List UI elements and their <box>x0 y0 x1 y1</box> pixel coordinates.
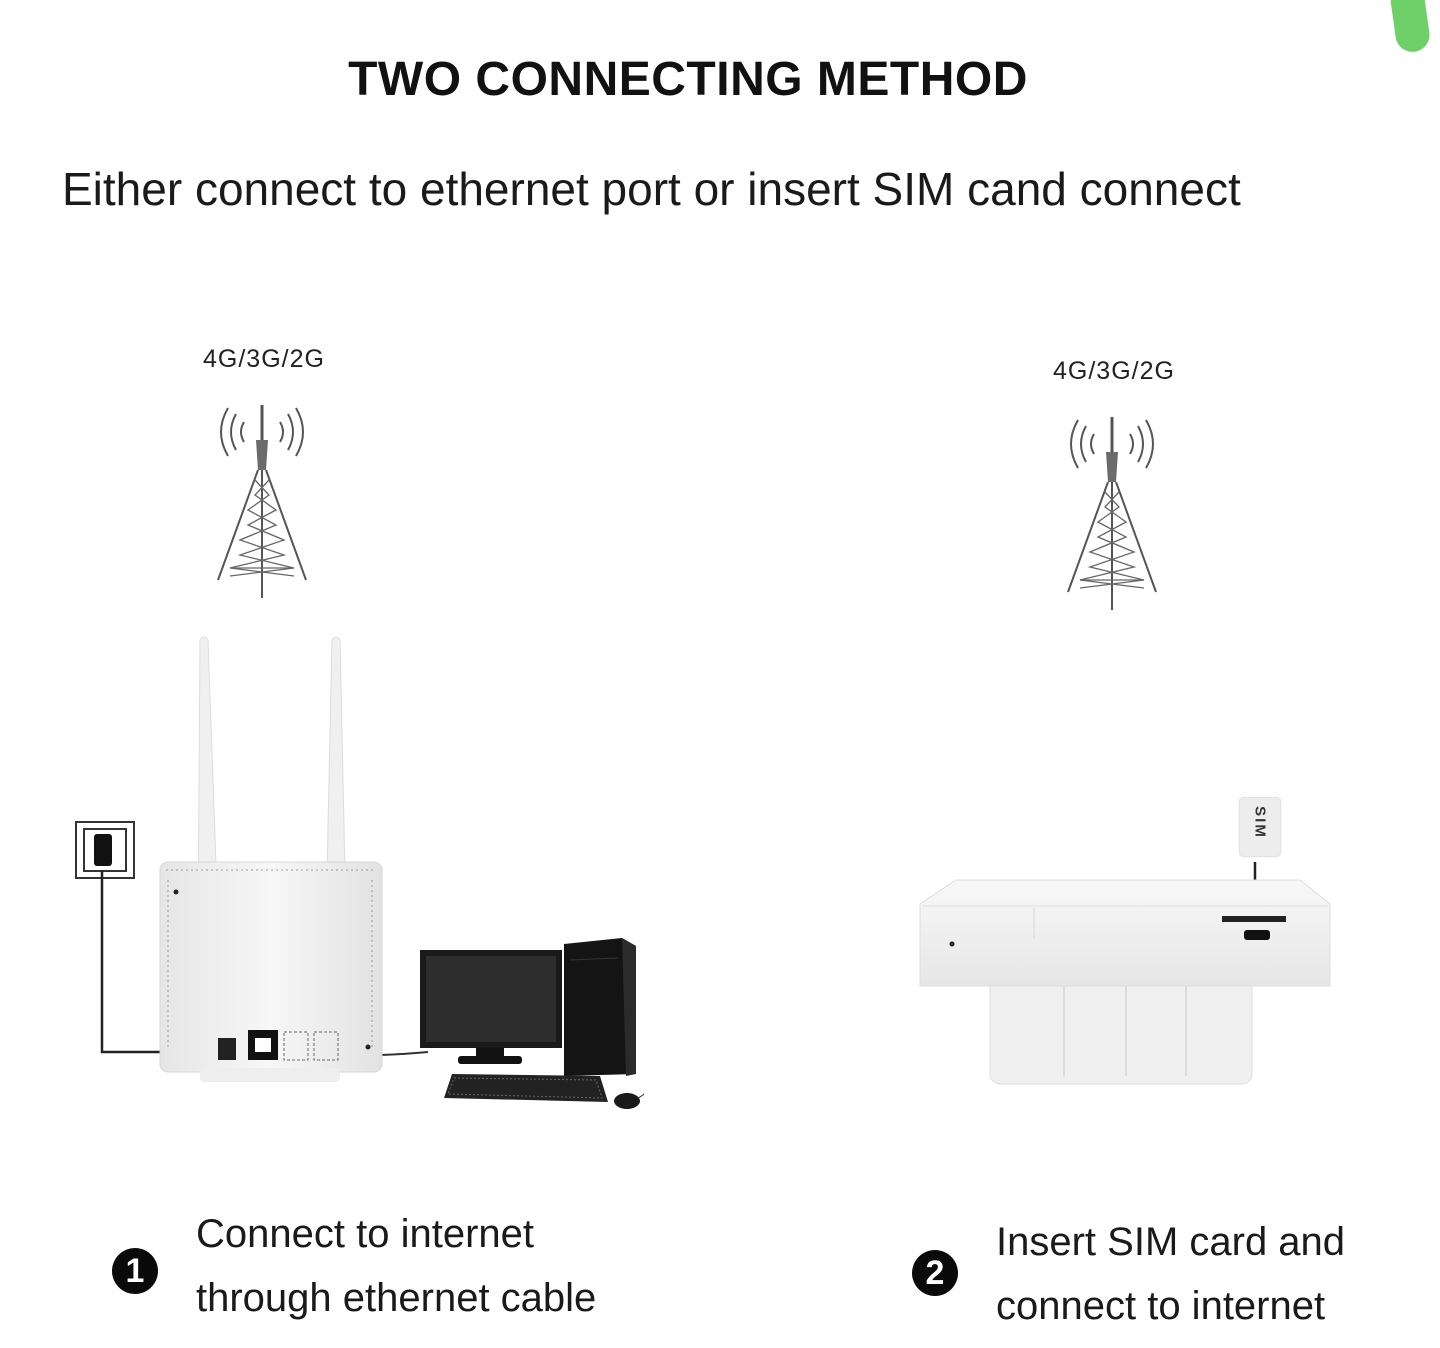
pc-tower-icon <box>564 938 636 1076</box>
method-2-caption: Insert SIM card and connect to internet <box>996 1210 1345 1338</box>
cell-tower-icon <box>217 405 307 598</box>
cell-tower-icon <box>1067 417 1157 610</box>
method-1-caption-line-1: Connect to internet <box>196 1212 534 1256</box>
method-2-caption-line-2: connect to internet <box>996 1284 1326 1328</box>
green-brush-mark <box>1390 0 1432 55</box>
step-2-badge: 2 <box>912 1250 958 1296</box>
page-subtitle: Either connect to ethernet port or inser… <box>62 163 1241 215</box>
method-2-caption-line-1: Insert SIM card and <box>996 1220 1346 1264</box>
wall-socket-icon <box>75 821 135 879</box>
method-1-caption: Connect to internet through ethernet cab… <box>196 1202 596 1330</box>
router-icon <box>159 636 383 1082</box>
keyboard-icon <box>444 1074 608 1102</box>
method-2-band-label: 4G/3G/2G <box>1053 357 1175 385</box>
sim-card-icon: SIM <box>1240 798 1280 856</box>
router-icon <box>919 879 1331 1085</box>
page-title: TWO CONNECTING METHOD <box>348 53 1028 106</box>
desktop-monitor-icon <box>420 950 562 1064</box>
method-1-band-label: 4G/3G/2G <box>203 345 325 373</box>
mouse-icon <box>614 1093 645 1109</box>
step-1-badge: 1 <box>112 1248 158 1294</box>
method-1-caption-line-2: through ethernet cable <box>196 1276 597 1320</box>
sim-card-label: SIM <box>1251 806 1269 839</box>
